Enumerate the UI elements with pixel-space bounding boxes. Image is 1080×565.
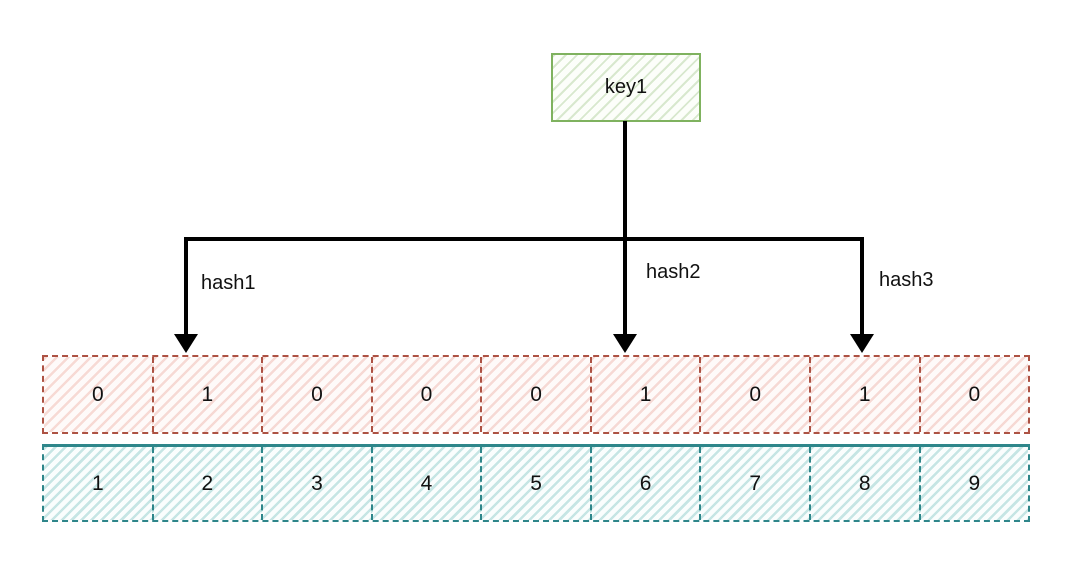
index-value: 7 — [749, 471, 761, 495]
bit-value: 1 — [858, 382, 871, 406]
bit-value: 0 — [968, 382, 981, 406]
bit-value: 1 — [201, 382, 214, 406]
index-cell: 5 — [480, 447, 590, 520]
index-cell: 3 — [261, 447, 371, 520]
index-value: 2 — [201, 471, 214, 495]
index-value: 8 — [858, 471, 871, 495]
arrowhead-hash2-icon — [613, 334, 637, 353]
index-cell: 6 — [589, 447, 700, 520]
bit-array-row: 0 1 0 0 0 1 0 1 0 — [42, 355, 1030, 434]
arrowhead-hash1-icon — [174, 334, 198, 353]
bit-value: 0 — [530, 382, 542, 406]
bit-cell: 0 — [918, 357, 1029, 432]
bit-value: 1 — [639, 382, 652, 406]
index-row: 1 2 3 4 5 6 7 8 9 — [42, 444, 1030, 522]
index-value: 3 — [311, 471, 323, 495]
bit-cell: 1 — [808, 357, 919, 432]
bit-value: 0 — [91, 382, 104, 406]
bit-value: 0 — [311, 382, 323, 406]
index-value: 9 — [968, 471, 981, 495]
index-cell: 7 — [699, 447, 809, 520]
bit-cell: 0 — [699, 357, 809, 432]
hash3-label: hash3 — [879, 269, 934, 291]
bit-cell: 0 — [44, 357, 152, 432]
index-value: 5 — [530, 471, 542, 495]
bit-cell: 0 — [480, 357, 590, 432]
key-label: key1 — [604, 76, 648, 98]
index-cell: 8 — [808, 447, 919, 520]
bit-value: 0 — [749, 382, 761, 406]
connector-hash1 — [184, 237, 188, 336]
index-value: 1 — [91, 471, 104, 495]
index-cell: 1 — [44, 447, 152, 520]
key-node: key1 — [551, 53, 701, 122]
index-cell: 4 — [370, 447, 481, 520]
bit-value: 0 — [420, 382, 433, 406]
bit-cell: 1 — [151, 357, 262, 432]
bit-cell: 0 — [261, 357, 371, 432]
index-cell: 2 — [151, 447, 262, 520]
bit-cell: 1 — [589, 357, 700, 432]
hash2-label: hash2 — [646, 261, 701, 283]
connector-key-to-hash2 — [623, 121, 627, 336]
index-cell: 9 — [918, 447, 1029, 520]
index-value: 6 — [639, 471, 652, 495]
bit-cell: 0 — [370, 357, 481, 432]
hash1-label: hash1 — [201, 272, 256, 294]
connector-hash3 — [860, 237, 864, 336]
arrowhead-hash3-icon — [850, 334, 874, 353]
index-value: 4 — [420, 471, 433, 495]
connector-horizontal-bus — [184, 237, 864, 241]
